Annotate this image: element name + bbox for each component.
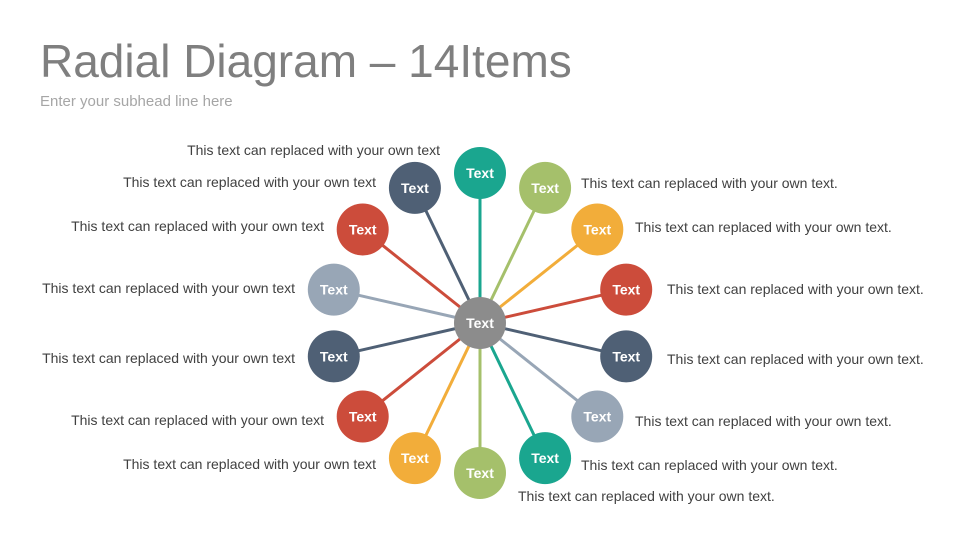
node-1: Text [454,147,506,199]
page-subtitle: Enter your subhead line here [40,93,233,110]
description-13: This text can replaced with your own tex… [71,218,324,234]
node-label: Text [466,165,494,181]
node-12: Text [307,263,360,316]
node-8: Text [454,447,506,499]
description-7: This text can replaced with your own tex… [581,457,838,473]
description-12: This text can replaced with your own tex… [42,280,295,296]
node-label: Text [612,348,640,364]
hub: Text [454,297,506,349]
node-circle [336,390,389,443]
hub-label: Text [466,315,494,331]
node-circle [388,161,441,214]
node-label: Text [583,409,611,425]
node-14: Text [388,161,441,214]
node-6: Text [571,390,624,443]
node-label: Text [466,465,494,481]
node-label: Text [531,180,559,196]
node-circle [600,263,653,316]
description-9: This text can replaced with your own tex… [123,456,376,472]
node-5: Text [600,330,653,383]
page-title: Radial Diagram – 14Items [40,35,572,87]
node-circle [454,447,506,499]
node-7: Text [519,432,572,485]
top-description: This text can replaced with your own tex… [187,142,440,158]
node-label: Text [349,222,377,238]
description-11: This text can replaced with your own tex… [42,350,295,366]
node-9: Text [388,432,441,485]
descriptions: This text can replaced with your own tex… [42,174,924,504]
node-circle [388,432,441,485]
node-3: Text [571,203,624,256]
node-label: Text [320,282,348,298]
node-label: Text [401,180,429,196]
node-circle [571,390,624,443]
node-label: Text [320,348,348,364]
node-circle [454,147,506,199]
description-6: This text can replaced with your own tex… [635,413,892,429]
node-circle [307,330,360,383]
description-3: This text can replaced with your own tex… [635,219,892,235]
description-5: This text can replaced with your own tex… [667,351,924,367]
description-8: This text can replaced with your own tex… [518,488,775,504]
node-circle [571,203,624,256]
node-label: Text [531,450,559,466]
description-2: This text can replaced with your own tex… [581,175,838,191]
nodes: TextTextTextTextTextTextTextTextTextText… [307,147,653,499]
node-circle [600,330,653,383]
description-4: This text can replaced with your own tex… [667,281,924,297]
node-circle [519,432,572,485]
node-label: Text [401,450,429,466]
node-11: Text [307,330,360,383]
description-10: This text can replaced with your own tex… [71,412,324,428]
description-14: This text can replaced with your own tex… [123,174,376,190]
node-2: Text [519,161,572,214]
node-4: Text [600,263,653,316]
hub-circle [454,297,506,349]
node-label: Text [349,409,377,425]
node-13: Text [336,203,389,256]
node-label: Text [612,282,640,298]
node-label: Text [583,222,611,238]
node-circle [307,263,360,316]
node-circle [519,161,572,214]
node-10: Text [336,390,389,443]
node-circle [336,203,389,256]
